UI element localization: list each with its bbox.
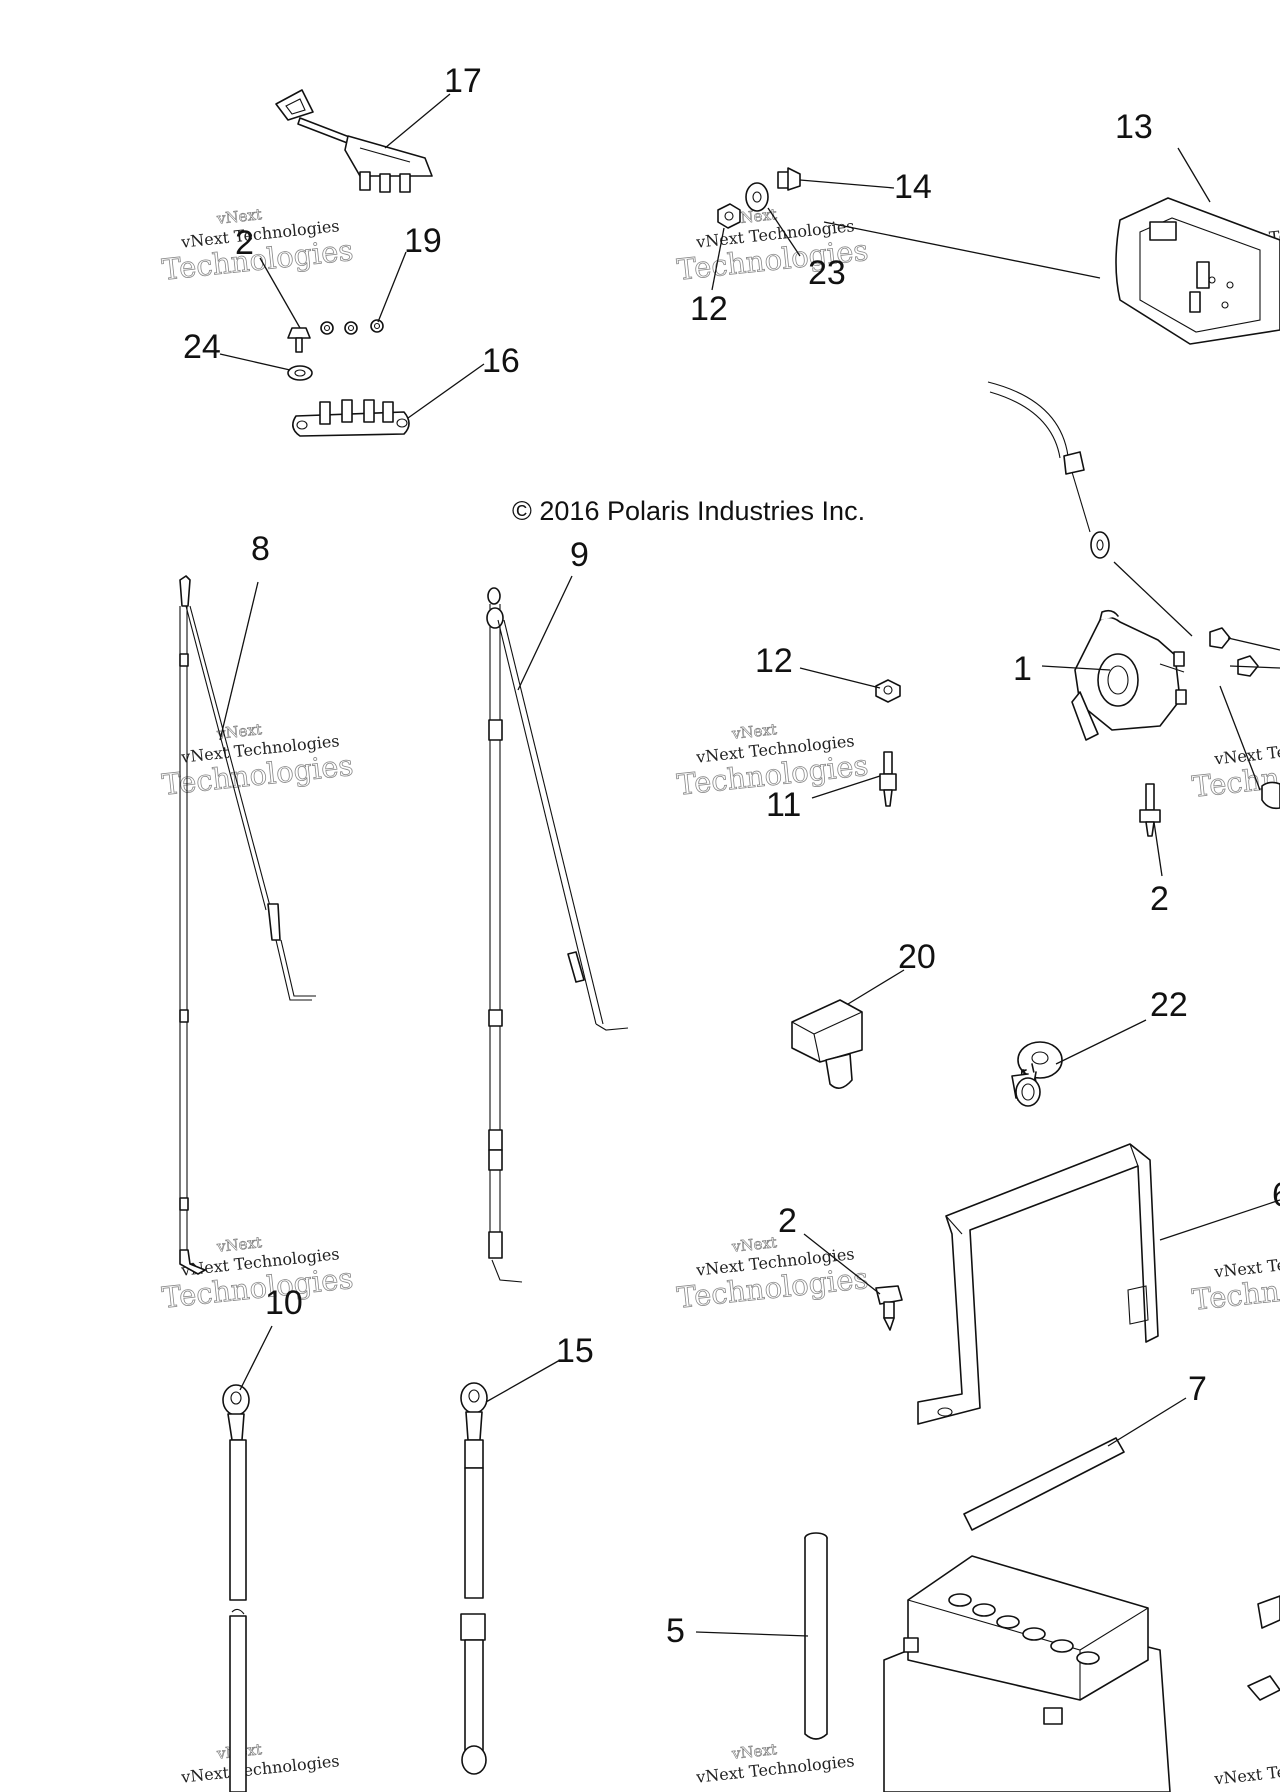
part-24-washer: [287, 365, 313, 381]
watermark-brand: vNext: [215, 1233, 263, 1256]
part-11-screw: [879, 751, 897, 807]
callout-23: 23: [808, 254, 846, 292]
watermark-brand: vNext: [215, 205, 263, 228]
callout-7: 7: [1188, 1370, 1207, 1408]
battery: [883, 1555, 1280, 1792]
callout-20: 20: [898, 938, 936, 976]
watermark-brand: vNext: [730, 720, 778, 743]
callout-12-top: 12: [690, 290, 728, 328]
watermark-brand: vNext: [215, 720, 263, 743]
watermark-6: vNext vNext Technologies Technologies: [675, 1233, 870, 1315]
part-12-nut-mid: [875, 679, 901, 703]
part-6-battery-bracket: [917, 1143, 1159, 1425]
callout-8: 8: [251, 530, 270, 568]
callout-15: 15: [556, 1332, 594, 1370]
part-15-cable: [460, 1382, 488, 1775]
watermark-8: vNext vNext Technologies: [694, 1740, 855, 1787]
callout-6: 6: [1272, 1176, 1280, 1214]
part-23-washer: [745, 182, 769, 212]
callout-24: 24: [183, 328, 221, 366]
part-1-solenoid: [1071, 609, 1187, 741]
part-5-vent-tube: [804, 1532, 828, 1740]
part-2-bolt-top: [287, 327, 311, 353]
watermark-brand: vNext: [730, 1740, 778, 1763]
watermark-line: vNext Technologies: [1212, 1753, 1280, 1789]
part-14-screw: [777, 167, 801, 191]
callout-2-top: 2: [235, 224, 254, 262]
leader-lines: [219, 93, 1280, 1637]
watermark-1: vNext vNext Technologies Technologies: [160, 205, 355, 287]
callout-2-mid: 2: [1150, 880, 1169, 918]
watermark-brand: vNext: [730, 1233, 778, 1256]
part-16-terminal-block: [292, 399, 410, 437]
callout-1: 1: [1013, 650, 1032, 688]
part-10-cable: [222, 1384, 250, 1792]
callout-14: 14: [894, 168, 932, 206]
part-8-cable: [179, 575, 316, 1275]
part-2-bolt-mid: [1139, 783, 1161, 837]
callout-12-mid: 12: [755, 642, 793, 680]
part-17-tether-cap: [275, 89, 433, 193]
callout-19: 19: [404, 222, 442, 260]
copyright-text: © 2016 Polaris Industries Inc.: [512, 496, 865, 526]
callout-10: 10: [265, 1284, 303, 1322]
watermark-brand: vNext: [730, 205, 778, 228]
part-edge-nuts: [1209, 627, 1280, 810]
part-19-nuts: [320, 319, 384, 335]
part-2-bolt-low: [875, 1285, 903, 1331]
callout-22: 22: [1150, 986, 1188, 1024]
callout-11: 11: [766, 786, 801, 824]
callout-2-low: 2: [778, 1202, 797, 1240]
watermark-11: vNext Technologies Technologies: [1190, 1246, 1280, 1317]
callout-5: 5: [666, 1612, 685, 1650]
part-13-fuse-box: [1115, 197, 1280, 345]
part-12-nut-top: [717, 203, 741, 229]
callout-labels: 17 13 14 2 19 23 12 24 16 8 9 12 1 11 2 …: [183, 62, 1280, 1650]
cable-top-right: [987, 381, 1110, 559]
callout-9: 9: [570, 536, 589, 574]
callout-13: 13: [1115, 108, 1153, 146]
callout-17: 17: [444, 62, 482, 100]
watermark-7: vNext vNext Technologies: [179, 1740, 340, 1787]
part-20-terminal-boot: [791, 999, 863, 1089]
part-22-rubber-boot: [1011, 1041, 1063, 1107]
callout-16: 16: [482, 342, 520, 380]
watermark-3: vNext vNext Technologies Technologies: [160, 720, 355, 802]
watermark-5: vNext vNext Technologies Technologies: [160, 1233, 355, 1315]
watermark-12: vNext Technologies: [1212, 1753, 1280, 1789]
part-9-cable: [486, 587, 629, 1283]
part-7-foam-pad: [963, 1437, 1125, 1531]
